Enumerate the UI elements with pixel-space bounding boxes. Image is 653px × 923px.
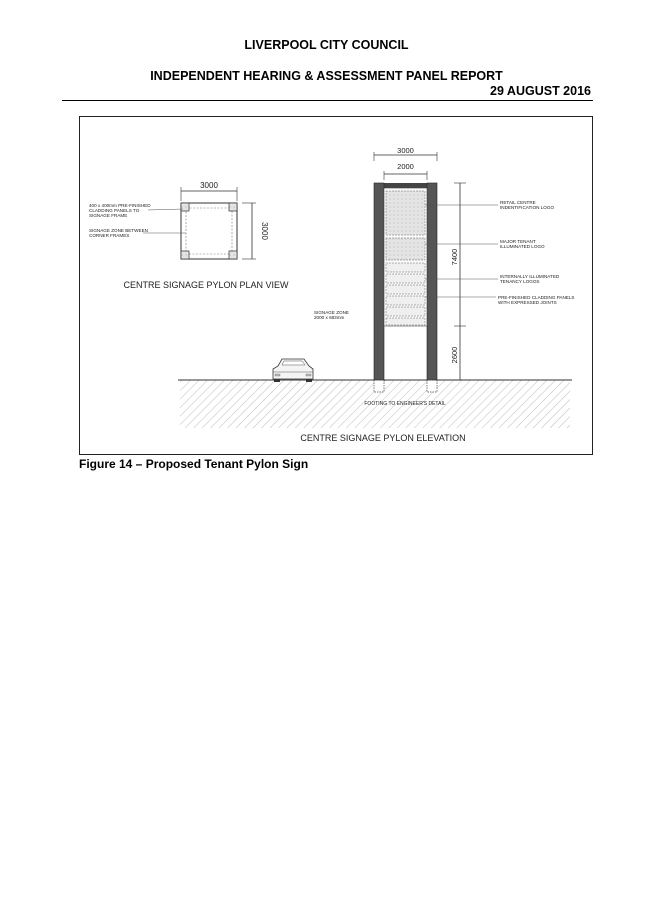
pylon-drawing: 3000 3000 400 x 400mm PRE-FINISHED CLADD…	[89, 146, 576, 443]
plan-dim-side-label: 3000	[260, 222, 269, 240]
tenancy-logo-panel-5	[385, 306, 426, 317]
tenancy-logo-panel-1	[385, 262, 426, 273]
tenancy-logo-panel-2	[385, 273, 426, 284]
plan-dim-top-label: 3000	[200, 181, 218, 190]
callout-internal: INTERNALLY ILLUMINATED TENANCY LOGOS	[500, 274, 561, 284]
callout-retail: RETAIL CENTRE INDENTIFICATION LOGO	[500, 200, 554, 210]
major-tenant-panel	[385, 237, 426, 261]
elev-dim-outer-label: 3000	[397, 146, 414, 155]
pylon-cap	[374, 183, 437, 188]
report-title: INDEPENDENT HEARING & ASSESSMENT PANEL R…	[150, 69, 503, 83]
plan-note-panels: 400 x 400mm PRE-FINISHED CLADDING PANELS…	[89, 203, 152, 218]
tenancy-logo-panel-3	[385, 284, 426, 295]
plan-frame	[180, 202, 238, 260]
report-date: 29 AUGUST 2016	[490, 84, 591, 98]
elevation-view: FOOTING TO ENGINEER'S DETAIL 3000 2000	[178, 146, 576, 443]
plan-view: 3000 3000 400 x 400mm PRE-FINISHED CLADD…	[89, 181, 289, 290]
retail-logo-panel	[385, 190, 426, 236]
footing-right	[426, 379, 438, 393]
pylon-post-left	[373, 182, 385, 381]
tenancy-logo-panel-4	[385, 295, 426, 306]
callout-major: MAJOR TENANT ILLUMINATED LOGO	[500, 239, 545, 249]
council-name: LIVERPOOL CITY COUNCIL	[244, 38, 409, 52]
pylon-post-right	[426, 182, 438, 381]
plan-corner-frame-tl	[180, 202, 190, 212]
plan-corner-frame-br	[228, 250, 238, 260]
plan-corner-frame-tr	[228, 202, 238, 212]
callout-cladding: PRE-FINISHED CLADDING PANELS WITH EXPRES…	[498, 295, 576, 305]
elev-dim-inner-label: 2000	[397, 162, 414, 171]
footing-left	[373, 379, 385, 393]
tenancy-logo-panel-6	[385, 317, 426, 326]
plan-note-zone: SIGNAGE ZONE BETWEEN CORNER FRAMES	[89, 228, 149, 238]
plan-note-panels-leader	[147, 208, 184, 211]
header-rule	[62, 100, 593, 101]
footing-note: FOOTING TO ENGINEER'S DETAIL	[364, 401, 445, 407]
elev-dim-lower-label: 2600	[450, 347, 459, 364]
figure-caption: Figure 14 – Proposed Tenant Pylon Sign	[79, 457, 309, 471]
plan-corner-frame-bl	[180, 250, 190, 260]
pylon-drawing-figure: 3000 3000 400 x 400mm PRE-FINISHED CLADD…	[79, 116, 593, 455]
plan-view-title: CENTRE SIGNAGE PYLON PLAN VIEW	[123, 280, 289, 290]
car-illustration	[272, 358, 314, 382]
plan-signage-zone	[185, 207, 233, 255]
elev-dim-upper-label: 7400	[450, 249, 459, 266]
elevation-title: CENTRE SIGNAGE PYLON ELEVATION	[300, 433, 465, 443]
signage-zone-note: SIGNAGE ZONE 2000 x 683mm	[314, 310, 350, 320]
